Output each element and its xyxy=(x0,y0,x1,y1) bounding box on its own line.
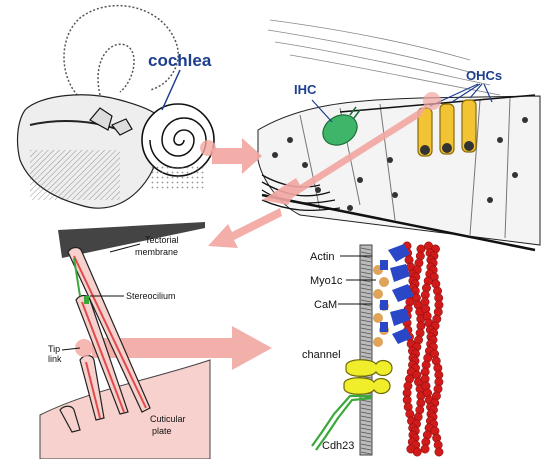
semicircular-canals xyxy=(98,44,134,95)
actin-filament-2 xyxy=(421,242,443,456)
ihc-label: IHC xyxy=(294,82,317,97)
organ-panel: IHC OHCs xyxy=(258,20,540,250)
ohcs-label: OHCs xyxy=(466,68,502,83)
connector-arrow-icon xyxy=(212,138,262,174)
channel-label: channel xyxy=(302,349,341,361)
cuticular-label-1: Cuticular xyxy=(150,414,186,424)
cochlea-label: cochlea xyxy=(148,51,212,70)
outer-hair-cells xyxy=(418,100,476,156)
actin-bead xyxy=(421,445,429,453)
stereocilium-marker xyxy=(84,296,89,304)
stereocilium-label: Stereocilium xyxy=(126,291,176,301)
cochlea-shaded-base xyxy=(150,165,205,190)
tectorial-label-1: Tectorial xyxy=(145,235,179,245)
actin-bead xyxy=(413,448,421,456)
tip-link-label-1: Tip xyxy=(48,344,60,354)
tectorial-label-2: membrane xyxy=(135,247,178,257)
tip-link-label-2: link xyxy=(48,354,62,364)
cam-label: CaM xyxy=(314,299,337,311)
actin-bead xyxy=(435,448,443,456)
actin-label: Actin xyxy=(310,251,334,263)
myo1c-label: Myo1c xyxy=(310,275,343,287)
ear-panel: cochlea xyxy=(18,6,216,209)
cdh23-label: Cdh23 xyxy=(322,440,354,452)
bone-hatch xyxy=(30,150,120,200)
connector-arrow-icon xyxy=(208,208,282,248)
cuticular-label-2: plate xyxy=(152,426,172,436)
molecular-panel: Actin Myo1c CaM channel Cdh23 xyxy=(302,242,443,456)
